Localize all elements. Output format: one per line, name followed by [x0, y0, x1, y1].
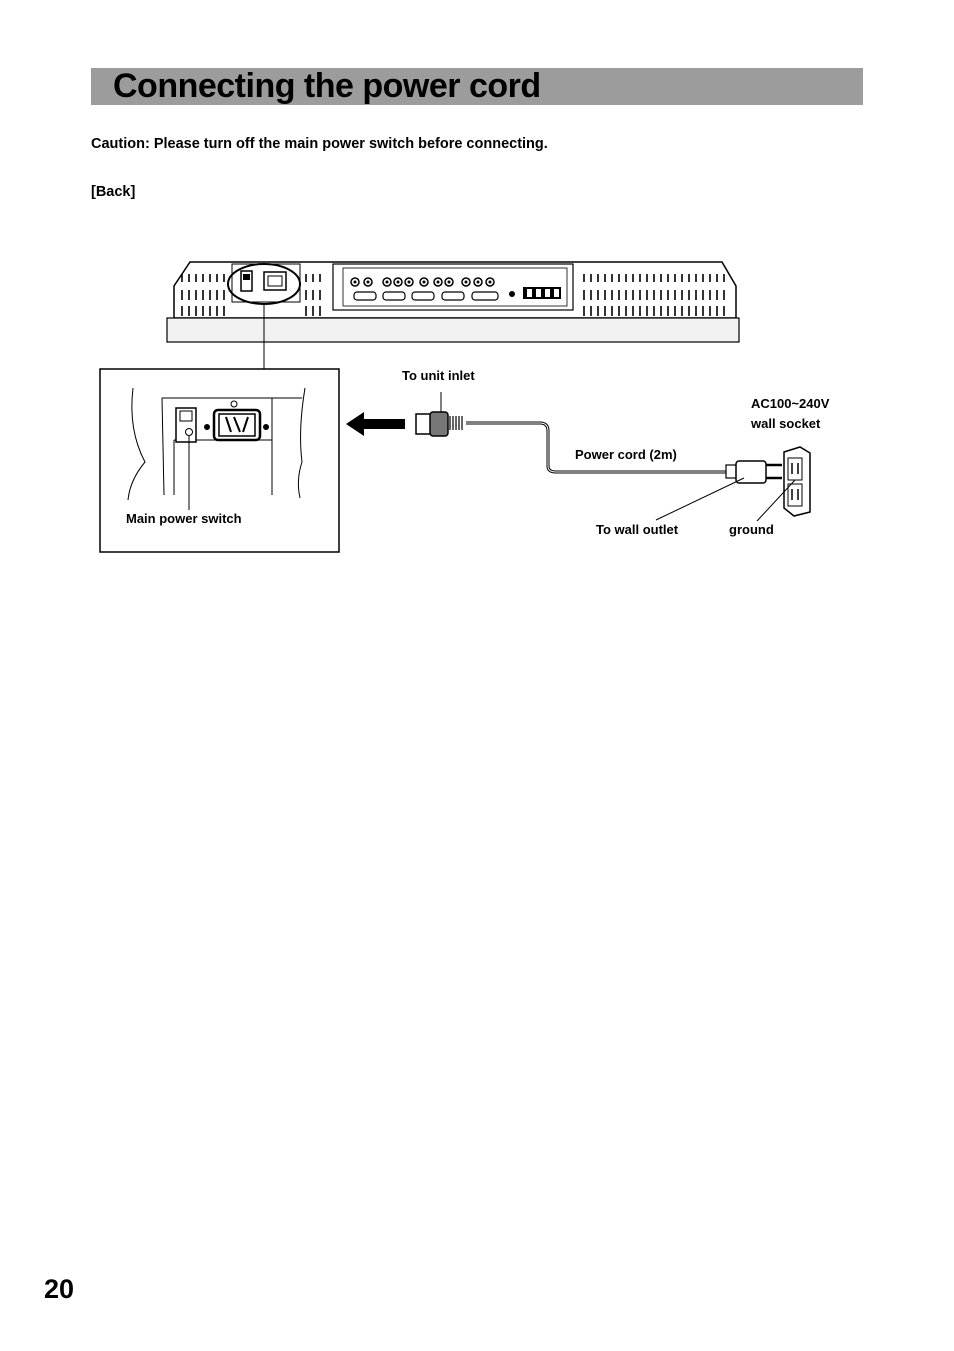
label-power-cord: Power cord (2m): [575, 447, 677, 462]
power-cord: [415, 392, 782, 521]
caution-note: Caution: Please turn off the main power …: [91, 136, 548, 152]
label-socket-voltage: AC100~240V: [751, 396, 830, 411]
label-wall-socket: wall socket: [751, 416, 821, 431]
label-wall-outlet: To wall outlet: [596, 522, 679, 537]
inlet-detail-inset: [99, 368, 340, 553]
direction-arrow-icon: [346, 412, 405, 436]
power-connection-diagram: [99, 261, 811, 553]
page-title: Connecting the power cord: [113, 67, 541, 105]
page-number: 20: [44, 1274, 75, 1304]
wall-socket: [756, 446, 811, 522]
label-unit-inlet: To unit inlet: [402, 368, 475, 383]
label-main-power-switch: Main power switch: [126, 511, 242, 526]
unit-rear-panel: [166, 261, 740, 369]
section-label-back: [Back]: [91, 184, 136, 200]
label-ground: ground: [729, 522, 774, 537]
title-bar: Connecting the power cord: [91, 68, 863, 105]
